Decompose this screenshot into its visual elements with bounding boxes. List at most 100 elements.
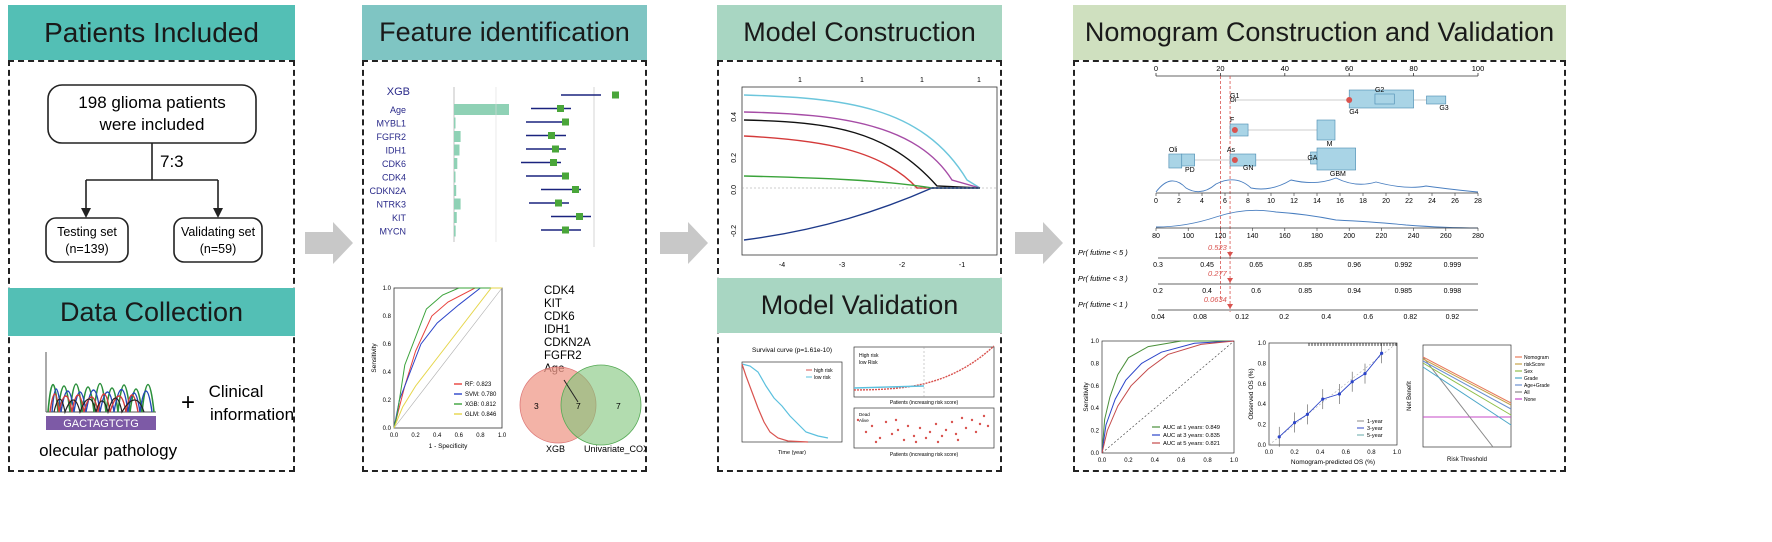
points-tick: 60 bbox=[1345, 64, 1353, 73]
scatter-point bbox=[890, 432, 894, 436]
lasso-top-tick: 1 bbox=[798, 77, 802, 84]
scatter-point bbox=[878, 436, 882, 440]
validating-set-box bbox=[173, 217, 263, 263]
scatter-point bbox=[934, 422, 938, 426]
nomo-node-ga: GA bbox=[1307, 155, 1317, 162]
nomo-box bbox=[1426, 95, 1447, 105]
nomo-box bbox=[1316, 119, 1336, 141]
scatter-point bbox=[950, 420, 954, 424]
lasso-x-tick: -4 bbox=[779, 262, 785, 269]
importance-bar bbox=[454, 198, 461, 210]
feature-label: IDH1 bbox=[385, 146, 406, 156]
prob-tick-pr3: 0.94 bbox=[1347, 288, 1361, 295]
feature-label: MYCN bbox=[380, 227, 407, 237]
roc-xlabel: 1 - Specificity bbox=[429, 443, 468, 450]
roc4-xtick: 0.6 bbox=[1177, 458, 1186, 464]
roc-ytick: 0.8 bbox=[383, 314, 392, 320]
total-tick-bottom: 100 bbox=[1182, 233, 1194, 240]
split-ratio: 7:3 bbox=[160, 152, 184, 171]
molecular-pathology-label: molecular pathology bbox=[38, 441, 178, 460]
hr-point bbox=[562, 172, 569, 180]
roc4-legend-item: AUC at 1 years: 0.849 bbox=[1163, 425, 1220, 431]
lasso-path bbox=[743, 111, 981, 189]
roc4-ytick: 0.4 bbox=[1091, 406, 1100, 412]
roc4-curve bbox=[1101, 340, 1235, 454]
roc-legend-item: SVM: 0.780 bbox=[465, 392, 497, 398]
dna-sequence-bar bbox=[46, 416, 156, 430]
prob-label-pr1: Pr( futime < 1 ) bbox=[1078, 300, 1128, 309]
nomo-node-gbm: GBM bbox=[1330, 171, 1346, 178]
importance-bar bbox=[454, 171, 456, 183]
dca-all-line bbox=[1422, 356, 1494, 448]
model-construction-header: Model Construction bbox=[717, 5, 1002, 60]
calib-ylabel: Observed OS (%) bbox=[1248, 368, 1255, 419]
roc4-ytick: 1.0 bbox=[1091, 339, 1100, 345]
arrow-2 bbox=[660, 222, 708, 264]
hr-point bbox=[552, 145, 559, 153]
prob-tick-pr1: 0.08 bbox=[1193, 314, 1207, 321]
total-tick-bottom: 280 bbox=[1472, 233, 1484, 240]
scatter-point bbox=[978, 422, 982, 426]
model-dashed-box bbox=[717, 60, 1002, 472]
calib-ytick: 0.4 bbox=[1258, 402, 1267, 408]
calib-ytick: 1.0 bbox=[1258, 341, 1267, 347]
nomo-node-ol: Ol bbox=[1230, 98, 1236, 104]
roc4-frame bbox=[1101, 340, 1235, 454]
feature-dashed-box bbox=[362, 60, 647, 472]
nomo-node-gn: GN bbox=[1243, 165, 1254, 172]
risk-legend-low: low Risk bbox=[859, 360, 878, 366]
xgb-header: XGB bbox=[387, 86, 410, 98]
prob-tick-pr5: 0.3 bbox=[1153, 262, 1163, 269]
dca-legend-item: Nomogram bbox=[1524, 355, 1549, 361]
feature-identification-header: Feature identification bbox=[362, 5, 647, 60]
total-tick-top: 2 bbox=[1177, 198, 1181, 205]
risk-legend-high: High risk bbox=[859, 353, 879, 359]
feature-label: KIT bbox=[392, 213, 407, 223]
roc4-ytick: 0.2 bbox=[1091, 429, 1100, 435]
km-title: Survival curve (p=1.61e-10) bbox=[752, 347, 832, 354]
roc-curve bbox=[393, 287, 502, 429]
total-tick-top: 20 bbox=[1382, 198, 1390, 205]
calib-legend-item: 1-year bbox=[1367, 419, 1383, 425]
roc-legend-item: RF: 0.823 bbox=[465, 382, 492, 388]
calib-line bbox=[1278, 352, 1382, 438]
calib-xtick: 0.4 bbox=[1316, 450, 1325, 456]
roc4-curve bbox=[1101, 340, 1234, 454]
dca-curve bbox=[1422, 366, 1512, 426]
total-tick-top: 8 bbox=[1246, 198, 1250, 205]
density-curve-2 bbox=[1155, 209, 1479, 229]
lasso-y-tick: 0.4 bbox=[731, 112, 738, 122]
km-high-curve bbox=[741, 363, 809, 443]
importance-bar bbox=[454, 225, 456, 237]
data-collection-title: Data Collection bbox=[59, 296, 244, 327]
scatter-point bbox=[856, 418, 860, 422]
model-validation-title: Model Validation bbox=[760, 290, 959, 320]
arrow-3 bbox=[1015, 222, 1063, 264]
importance-bar bbox=[454, 144, 460, 156]
dna-sequence-text: GACTAGTCTG bbox=[63, 418, 139, 430]
venn-diagram: CDK4KITCDK6IDH1CDKN2AFGFR2Age377XGBUniva… bbox=[519, 285, 646, 454]
nomogram-title: Nomogram Construction and Validation bbox=[1084, 17, 1555, 47]
prob-tick-pr1: 0.82 bbox=[1404, 314, 1418, 321]
venn-gene: CDKN2A bbox=[544, 337, 591, 349]
scatter-legend-dead: Dead bbox=[859, 412, 870, 417]
scatter-point bbox=[906, 424, 910, 428]
lasso-path bbox=[743, 94, 981, 189]
nomo-box bbox=[1181, 153, 1195, 167]
venn-gene: CDK4 bbox=[544, 285, 575, 297]
feature-identification-title: Feature identification bbox=[379, 17, 630, 47]
hr-point bbox=[555, 199, 562, 207]
cohort-text-1: 198 glioma patients bbox=[78, 93, 225, 112]
roc4-ytick: 0.6 bbox=[1091, 384, 1100, 390]
patients-flow-svg: 198 glioma patients were included 7:3 Te… bbox=[45, 84, 263, 263]
feature-label: Age bbox=[390, 105, 406, 115]
clinical-text-1: Clinical bbox=[209, 382, 264, 401]
hr-point bbox=[557, 105, 564, 112]
prob-tick-pr3: 0.985 bbox=[1395, 288, 1413, 295]
lasso-y-tick: -0.2 bbox=[731, 225, 738, 237]
dca-legend-item: Grade bbox=[1524, 376, 1538, 382]
total-tick-bottom: 180 bbox=[1311, 233, 1323, 240]
venn-circle-cox bbox=[560, 364, 642, 446]
